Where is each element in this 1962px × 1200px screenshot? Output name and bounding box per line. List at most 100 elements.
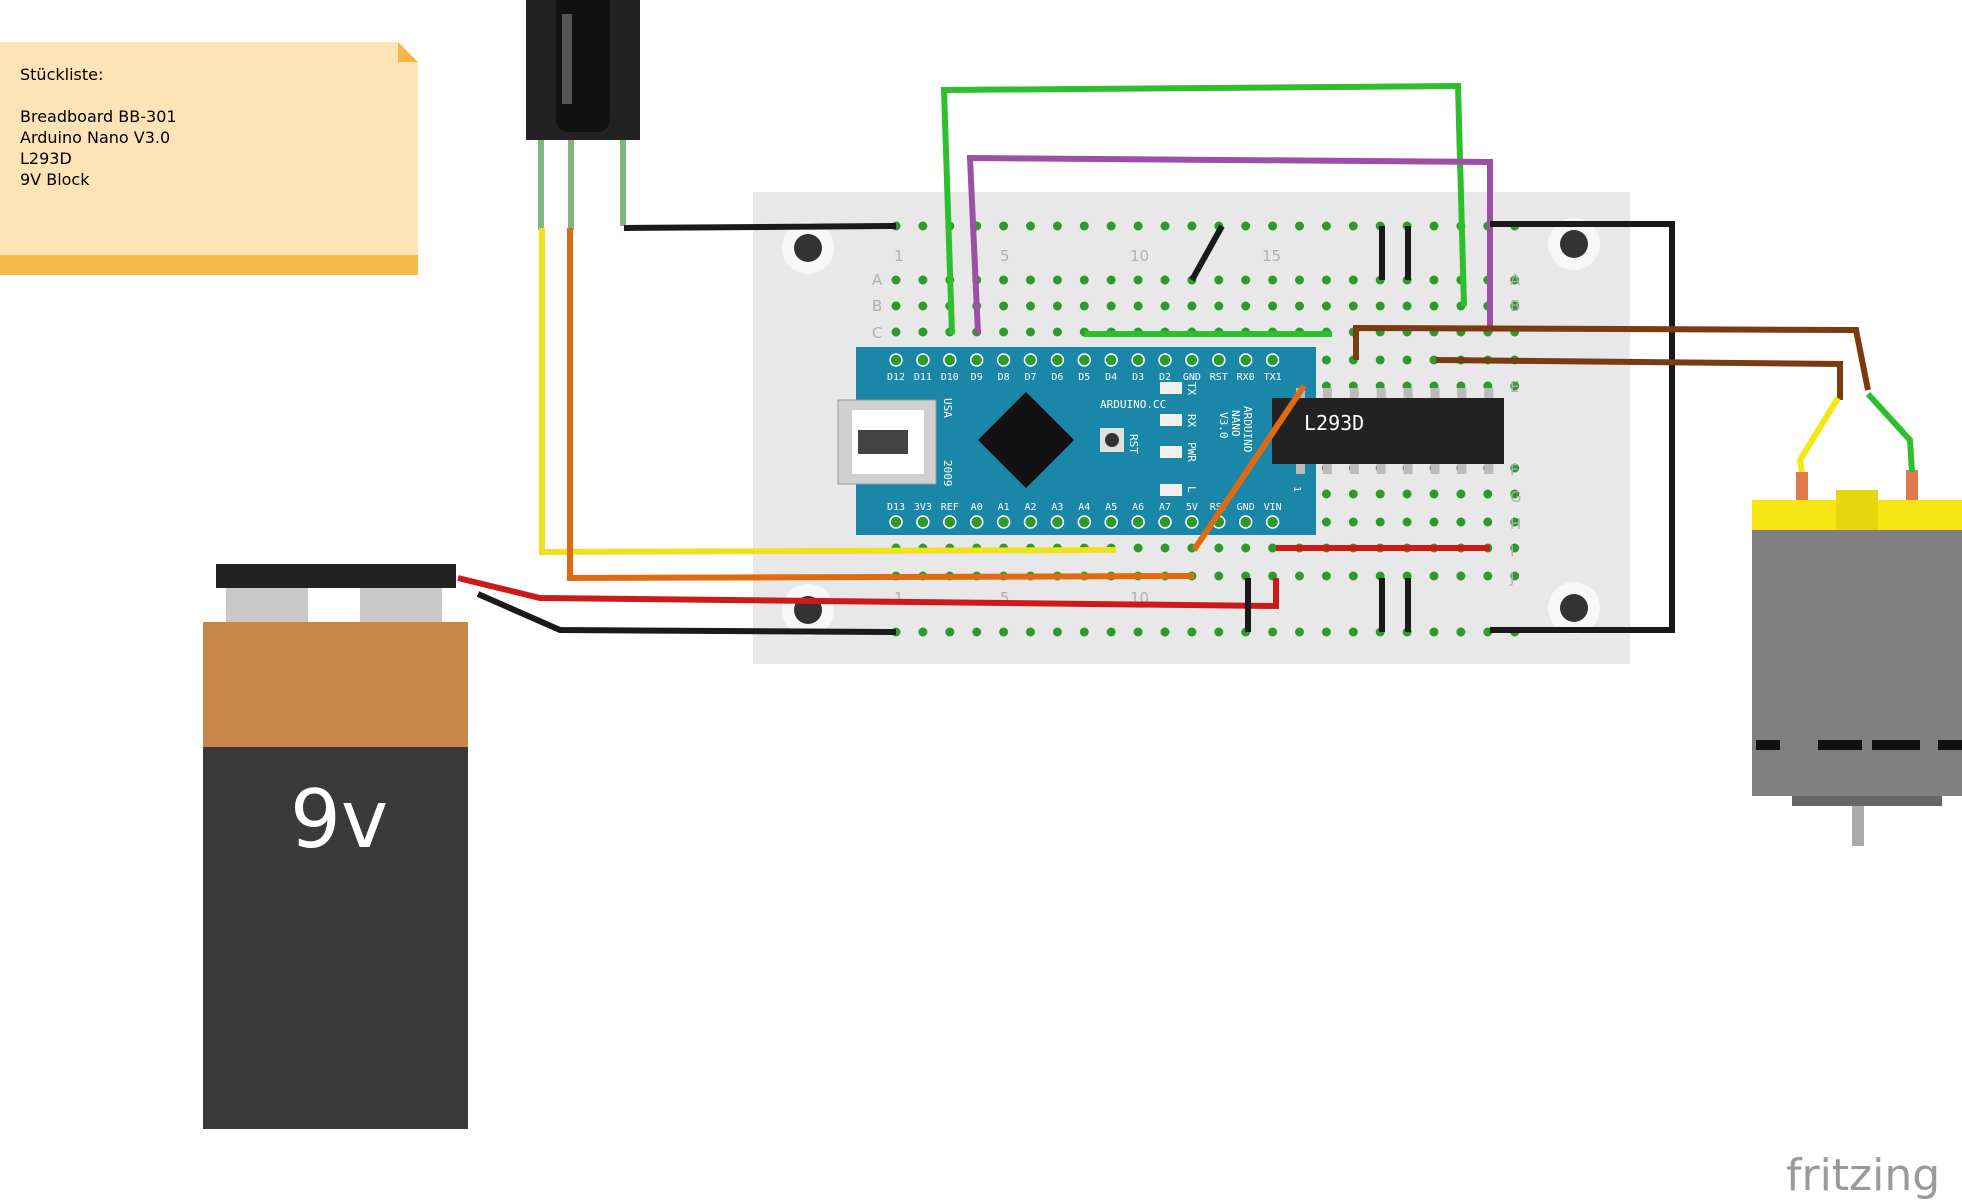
breadboard-hole [918,275,928,285]
chip-leg-top [1403,388,1413,398]
breadboard-hole [945,627,955,637]
breadboard-hole [1187,301,1197,311]
microcontroller [977,391,1075,489]
nano-pin-label-bottom: A6 [1132,502,1144,513]
breadboard-hole [1321,571,1331,581]
breadboard-hole [1133,543,1143,553]
motor-lead-yellow [1796,396,1841,473]
nano-pin-bottom [1238,515,1253,529]
nano-pin-bottom [1265,515,1280,529]
breadboard-hole [1375,517,1385,527]
chip-legs-bottom [1296,464,1494,474]
breadboard-hole [1133,627,1143,637]
row-label-b-right: B [1510,297,1520,315]
nano-pin-label-top: D7 [1024,372,1036,383]
breadboard-hole [1483,489,1493,499]
row-label-g-right: G [1510,488,1522,506]
chip-leg-bottom [1322,464,1332,474]
nano-pin-top [1050,353,1065,367]
wire-brown-1 [1353,324,1871,391]
breadboard-hole [1510,463,1520,473]
nano-pin-top [1131,353,1145,367]
breadboard-hole [1133,301,1143,311]
breadboard-hole [1026,627,1035,637]
breadboard-hole [1321,627,1331,637]
nano-name-line-2: NANO [1229,410,1242,437]
bottom-col-label-5: 5 [1000,589,1010,607]
nano-pin-label-bottom: REF [941,502,959,513]
nano-pin-bottom [1158,515,1172,529]
breadboard-hole [1321,517,1331,527]
breadboard-hole [1402,489,1412,499]
wire-green-d10 [940,82,1467,335]
nano-pin-bottom [1077,515,1092,529]
breadboard-hole [999,627,1009,637]
chip-leg-bottom [1457,464,1467,474]
nano-pin-label-top: RST [1210,372,1228,383]
breadboard-hole [1429,275,1439,285]
col-label-1: 1 [894,247,904,265]
motor-lead-green [1865,391,1915,473]
breadboard-hole [1106,275,1116,285]
breadboard-hole [1160,301,1170,311]
nano-pin-top [1158,353,1172,367]
breadboard-hole [1026,275,1035,285]
row-label-e-right: E [1510,378,1519,396]
row-label-a-right: A [1510,271,1521,289]
breadboard-hole [1268,543,1278,553]
note-item-chip: L293D [20,149,72,168]
nano-pin-label-bottom: VIN [1264,502,1282,513]
chip-leg-top [1430,388,1440,398]
nano-pin-label-top: D9 [971,372,983,383]
breadboard-hole [1375,489,1385,499]
ir-receiver [526,0,640,230]
wire-ir-black [623,223,897,231]
breadboard-hole [918,627,928,637]
nano-pin-label-top: GND [1183,372,1201,383]
nano-pin-top [1238,353,1253,367]
nano-pin-label-bottom: A7 [1159,502,1171,513]
nano-pin-label-top: D11 [914,372,932,383]
nano-top-pins [889,353,1280,367]
nano-name-line-1: ARDUINO [1241,406,1254,452]
breadboard-hole [1402,301,1412,311]
breadboard-hole [1429,489,1439,499]
nano-pin-top [916,353,930,367]
nano-pin-label-top: D6 [1051,372,1063,383]
chip-leg-top [1349,388,1359,398]
breadboard-hole [1160,221,1170,231]
bottom-col-label-1: 1 [894,589,904,607]
breadboard-hole [1187,221,1197,231]
nano-bottom-pins [889,515,1280,529]
nano-year-label: 2009 [941,460,954,487]
breadboard-hole [1268,221,1278,231]
col-label-5: 5 [1000,247,1010,265]
breadboard-hole [1348,517,1358,527]
breadboard-hole [891,301,901,311]
breadboard-hole [1026,301,1035,311]
breadboard-hole [1510,571,1520,581]
nano-pin-top [1104,353,1118,367]
nano-pin-label-top: D12 [887,372,905,383]
nano-pin-bottom [996,515,1011,529]
breadboard-hole [999,327,1009,337]
breadboard-hole [1456,489,1466,499]
breadboard-hole [1268,627,1278,637]
breadboard-hole [1052,221,1062,231]
breadboard-hole [891,327,901,337]
nano-pin-top [1023,353,1038,367]
breadboard-hole [1429,301,1439,311]
breadboard-hole [918,221,928,231]
nano-pin-label-top: D3 [1132,372,1144,383]
row-label-f-right: F [1510,461,1519,479]
nano-usa-label: USA [941,398,954,418]
nano-pin-label-bottom: A4 [1078,502,1090,513]
wire-orange-diagonal [1191,384,1307,552]
nano-pin-top [1077,353,1092,367]
dc-motor [1752,470,1962,846]
breadboard-hole [1079,221,1089,231]
nano-pin-bottom [1050,515,1065,529]
